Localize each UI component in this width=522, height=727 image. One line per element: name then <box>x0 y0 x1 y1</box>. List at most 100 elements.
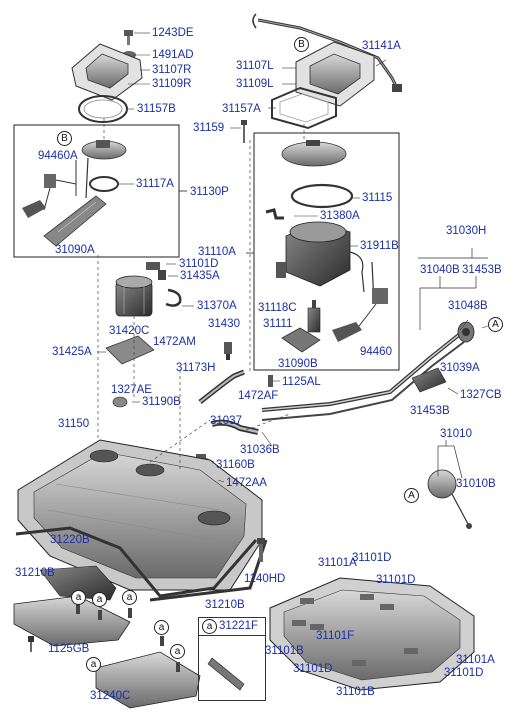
label-31110a: 31110A <box>198 246 236 258</box>
sender-94460 <box>332 261 388 342</box>
seal-31115 <box>290 183 354 209</box>
pump-flange <box>281 140 347 167</box>
ring-31117a <box>89 176 119 192</box>
label-31150: 31150 <box>58 418 90 430</box>
label-1327cb: 1327CB <box>460 389 502 401</box>
label-31911b: 31911B <box>360 240 399 252</box>
gasket-31157b <box>78 95 128 123</box>
label-31118c: 31118C <box>258 302 297 314</box>
label-31090a: 31090A <box>55 244 95 256</box>
legend-box <box>198 617 266 701</box>
filter-31090b <box>281 327 321 353</box>
label-31036b: 31036B <box>240 444 280 456</box>
label-1125al: 1125AL <box>282 376 321 388</box>
label-31210b-bot: 31210B <box>205 599 245 611</box>
label-31107r: 31107R <box>152 64 192 76</box>
label-31101d: 31101D <box>179 258 219 270</box>
label-31420c: 31420C <box>109 325 150 337</box>
label-31430: 31430 <box>208 318 240 330</box>
filter-31090a <box>43 195 107 247</box>
hose-31380a <box>265 208 284 220</box>
label-31101d-1: 31101D <box>352 552 392 564</box>
cover-31107l <box>295 41 375 107</box>
canister-31420c <box>115 275 153 317</box>
label-31220b: 31220B <box>50 534 90 546</box>
tank-31101 <box>269 577 475 691</box>
label-1140hd: 1140HD <box>244 573 286 585</box>
pump-motor-31111 <box>307 300 321 333</box>
label-31107l: 31107L <box>236 60 274 72</box>
filler-neck-31040b <box>261 321 475 421</box>
label-31159: 31159 <box>193 122 225 134</box>
label-31115: 31115 <box>362 192 393 204</box>
bolt-31159 <box>241 120 247 143</box>
hose-31370a <box>165 288 182 307</box>
label-31190b: 31190B <box>142 396 181 408</box>
label-31380a: 31380A <box>320 210 360 222</box>
hose-31036b <box>211 419 259 435</box>
fuel-sender-94460a <box>22 140 127 218</box>
shield-31220b <box>39 565 117 601</box>
legend-header <box>199 618 265 636</box>
label-31101d-2: 31101D <box>376 574 416 586</box>
callout-b-top: B <box>294 37 309 52</box>
label-31160b: 31160B <box>216 459 255 471</box>
callout-a-right: A <box>488 317 503 332</box>
label-31240c: 31240C <box>90 690 131 702</box>
label-31221f: 31221F <box>219 620 259 632</box>
leader-lines <box>97 32 489 483</box>
pad-31221f <box>207 657 245 691</box>
label-31010b: 31010B <box>456 478 496 490</box>
label-1472am: 1472AM <box>153 336 196 348</box>
label-94460: 94460 <box>360 346 392 358</box>
bracket-31425a <box>105 335 155 365</box>
label-31040b: 31040B <box>420 264 460 276</box>
label-1491ad: 1491AD <box>152 49 194 61</box>
callout-a-5: a <box>170 644 185 659</box>
label-1472aa: 1472AA <box>226 477 267 489</box>
label-31101a-2: 31101A <box>456 654 495 666</box>
fuel-tank-31150 <box>17 439 263 591</box>
screw-1243de <box>124 30 133 45</box>
label-31370a: 31370A <box>197 300 237 312</box>
label-31141a: 31141A <box>362 40 401 52</box>
label-31453b-bot: 31453B <box>410 405 450 417</box>
leader-group-31030h <box>418 248 488 330</box>
bracket-31453b <box>411 367 447 393</box>
screws-a <box>76 604 180 672</box>
screw-1125gb <box>28 636 34 652</box>
label-31037: 31037 <box>210 415 242 427</box>
cover-31107r <box>71 43 143 101</box>
shield-31240c <box>95 651 201 709</box>
label-31010: 31010 <box>440 428 472 440</box>
bolt-1125al <box>268 375 273 387</box>
label-31090b: 31090B <box>278 358 318 370</box>
label-31117a: 31117A <box>136 178 174 190</box>
callout-a-cap: A <box>404 488 419 503</box>
bolt-1140hd <box>257 538 265 562</box>
callout-a-3: a <box>122 590 137 605</box>
callout-b-left: B <box>57 131 72 146</box>
label-31157b: 31157B <box>137 103 176 115</box>
label-31111: 31111 <box>263 318 293 330</box>
label-31101d-4: 31101D <box>444 667 484 679</box>
label-31435a: 31435A <box>180 270 220 282</box>
label-31101d-3: 31101D <box>293 663 333 675</box>
label-31425a: 31425A <box>52 346 92 358</box>
callout-a-1: a <box>71 590 86 605</box>
pump-body <box>276 221 365 293</box>
label-31173h: 31173H <box>176 362 216 374</box>
label-31101b-1: 31101B <box>265 645 304 657</box>
valve-31435a <box>158 270 166 280</box>
grommet-1327ae <box>112 396 128 408</box>
hose-1472af <box>198 369 245 404</box>
label-31048b: 31048B <box>448 300 488 312</box>
label-31039a: 31039A <box>440 362 480 374</box>
label-1125gb: 1125GB <box>48 643 90 655</box>
label-1327ae: 1327AE <box>111 384 152 396</box>
callout-a-6: a <box>86 657 101 672</box>
label-31109l: 31109L <box>236 78 274 90</box>
label-1472af: 1472AF <box>238 390 279 402</box>
